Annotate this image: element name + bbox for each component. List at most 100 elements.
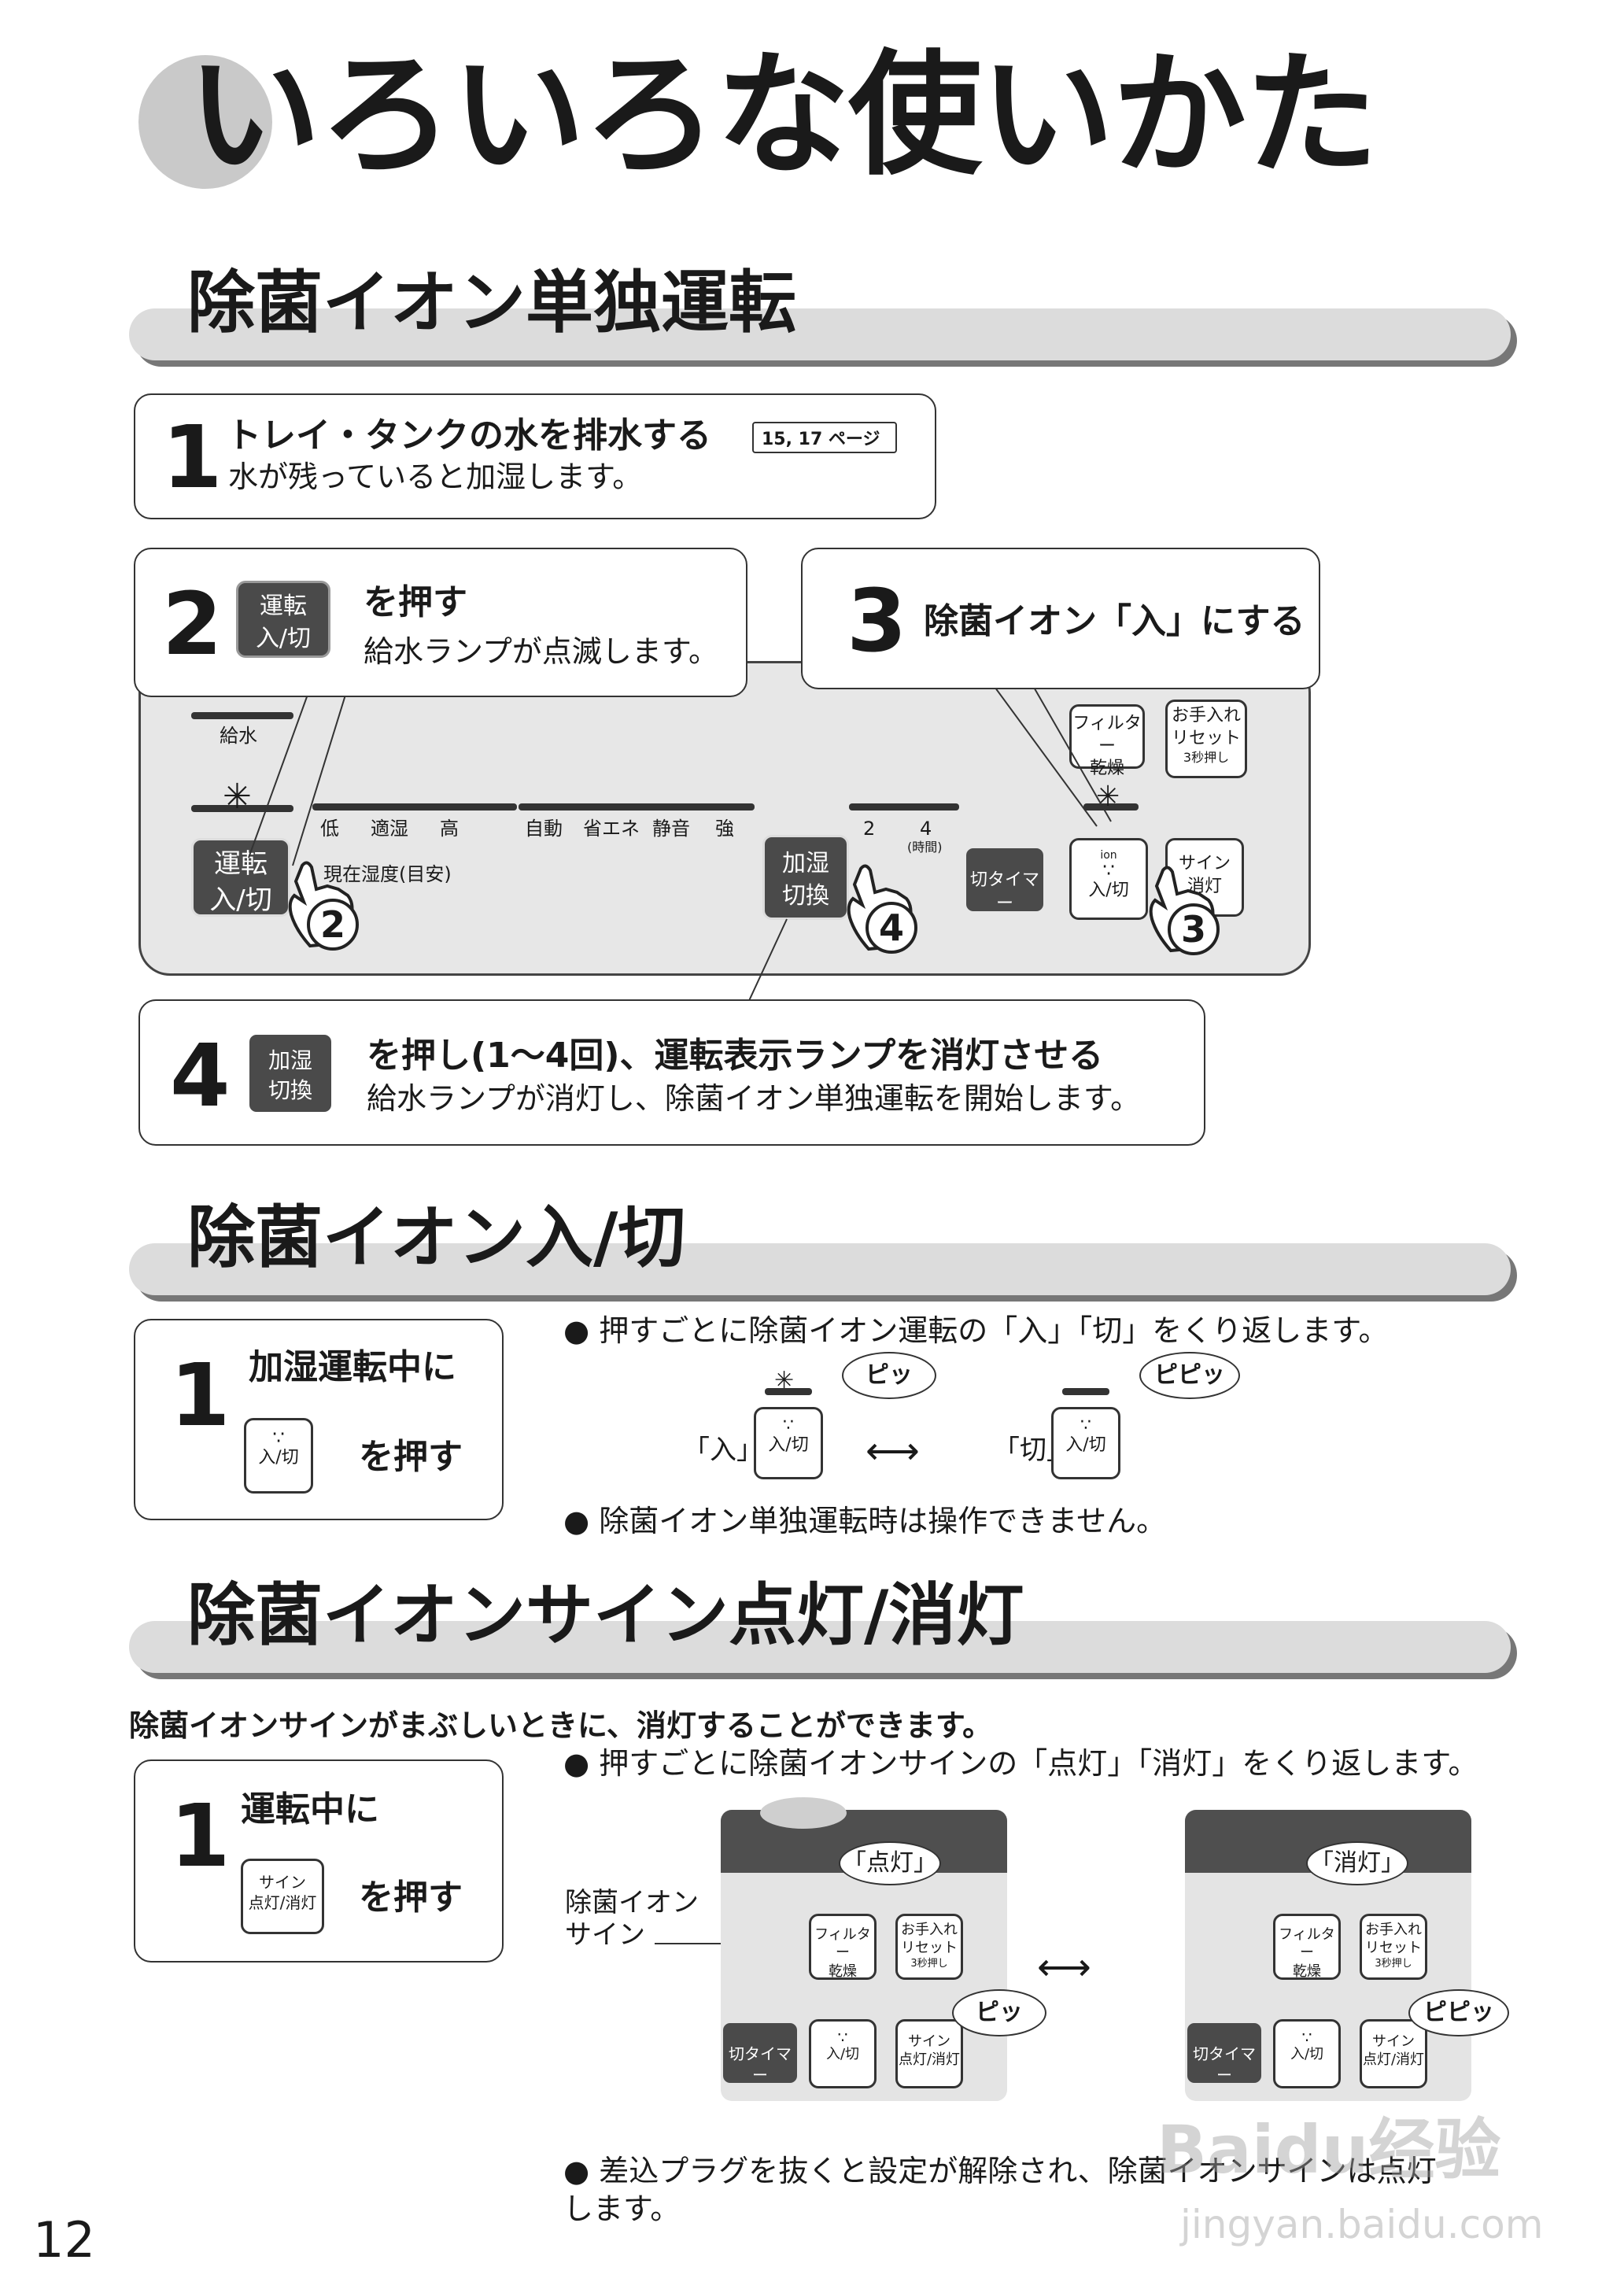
timer-4: 4 — [920, 818, 932, 840]
bullet-content: 差込プラグを抜くと設定が解除され、除菌イオンサインは点灯 します。 — [563, 2154, 1437, 2226]
mini-ion-label: 入/切 — [1290, 2046, 1324, 2062]
page-number: 12 — [33, 2211, 95, 2269]
operation-on-off-button[interactable]: 運転 入/切 — [191, 838, 290, 917]
operation-lamp — [191, 805, 293, 812]
hand-number: 2 — [307, 899, 359, 951]
step-number: 1 — [162, 407, 223, 508]
sound-bubble-off: ピピッ — [1408, 1989, 1509, 2036]
step-title: 除菌イオン「入」にする — [924, 601, 1305, 641]
mini-timer-button: 切タイマー — [721, 2021, 799, 2085]
step-1-box: 1 トレイ・タンクの水を排水する 15, 17 ページ 水が残っていると加湿しま… — [134, 393, 936, 519]
sound-bubble-on: ピッ — [842, 1352, 936, 1399]
mini-sign-button: サイン 点灯/消灯 — [895, 2019, 963, 2088]
ion-sign-label: 除菌イオン サイン — [565, 1887, 699, 1951]
mini-ion-button: ∵ 入/切 — [809, 2019, 877, 2088]
step-title: 運転中に — [241, 1789, 379, 1830]
ion-tag: ion — [1100, 849, 1117, 862]
ion-lamp — [1083, 803, 1139, 810]
bullet-content: 除菌イオン単独運転時は操作できません。 — [599, 1504, 1167, 1538]
toggle-arrow: ⟷ — [866, 1429, 920, 1473]
mode-lamp-bar — [519, 803, 755, 810]
ion-on-off-button[interactable]: ion ∵ 入/切 — [1069, 838, 1148, 920]
ion-button-label: 入/切 — [768, 1435, 809, 1455]
ion-dots-icon: ∵ — [1102, 859, 1115, 881]
ion-button-icon: ∵ 入/切 — [244, 1418, 313, 1494]
hand-pointer-icon: 3 — [1141, 862, 1220, 957]
step-description: 水が残っていると加湿します。 — [228, 460, 643, 494]
mini-sign-button: サイン 点灯/消灯 — [1360, 2019, 1427, 2088]
bullet-text: ● 差込プラグを抜くと設定が解除され、除菌イオンサインは点灯 します。 — [563, 2154, 1437, 2226]
step-description: 給水ランプが消灯し、除菌イオン単独運転を開始します。 — [367, 1081, 1141, 1116]
water-label: 給水 — [220, 725, 257, 747]
bullet-text: ● 押すごとに除菌イオンサインの「点灯」「消灯」をくり返します。 — [563, 1746, 1478, 1781]
mini-filter-button: フィルター 乾燥 — [1273, 1914, 1341, 1980]
toggle-arrow: ⟷ — [1037, 1945, 1091, 1989]
bullet-content: 押すごとに除菌イオン運転の「入」「切」をくり返します。 — [599, 1313, 1389, 1348]
blink-icon: ✳ — [223, 777, 252, 817]
mini-care-label: お手入れ リセット — [901, 1922, 958, 1957]
sound-bubble-on: ピッ — [952, 1989, 1046, 2036]
operation-button-icon: 運転 入/切 — [236, 581, 330, 658]
ion-dots-icon: ∵ — [837, 2028, 848, 2047]
watermark-url: jingyan.baidu.com — [1180, 2202, 1544, 2247]
press-label: を押す — [359, 1878, 463, 1918]
off-timer-button[interactable]: 切タイマー — [964, 846, 1046, 914]
mini-care-button: お手入れ リセット 3秒押し — [895, 1914, 963, 1980]
mode-quiet: 静音 — [652, 818, 690, 840]
mini-filter-button: フィルター 乾燥 — [809, 1914, 877, 1980]
humidity-level-optimal: 適湿 — [371, 818, 408, 840]
state-bubble-on: 「点灯」 — [839, 1841, 941, 1885]
step-2-box: 2 運転 入/切 を押す 給水ランプが点滅します。 — [134, 548, 747, 697]
ion-dots-icon: ∵ — [1301, 2028, 1312, 2047]
ion-dots-icon: ∵ — [783, 1416, 794, 1435]
ion-button-off: ∵ 入/切 — [1051, 1407, 1120, 1479]
timer-lamp-bar — [849, 803, 959, 810]
section-intro: 除菌イオンサインがまぶしいときに、消灯することができます。 — [129, 1708, 993, 1743]
state-on-label: 「入」 — [683, 1435, 763, 1466]
step-description: 給水ランプが点滅します。 — [364, 634, 719, 669]
step-title: を押し(1〜4回)、運転表示ランプを消灯させる — [367, 1036, 1104, 1076]
ion-button-label: 入/切 — [1088, 881, 1129, 900]
care-reset-button[interactable]: お手入れ リセット 3秒押し — [1165, 700, 1247, 778]
humidify-switch-button[interactable]: 加湿 切換 — [762, 835, 849, 920]
ion-button-label: 入/切 — [1065, 1435, 1106, 1455]
hand-pointer-icon: 2 — [280, 858, 359, 952]
ion-dots-icon: ∵ — [272, 1427, 285, 1449]
bullet-text: ● 除菌イオン単独運転時は操作できません。 — [563, 1504, 1167, 1538]
mode-eco: 省エネ — [583, 818, 640, 840]
filter-dry-button[interactable]: フィルター 乾燥 — [1069, 704, 1145, 778]
section-bar — [129, 1621, 1511, 1673]
mini-care-sub: 3秒押し — [1375, 1957, 1412, 1970]
step-number: 1 — [170, 1785, 231, 1886]
step-number: 1 — [170, 1345, 231, 1446]
mini-care-label: お手入れ リセット — [1365, 1922, 1422, 1957]
step-1-box: 1 加湿運転中に ∵ 入/切 を押す — [134, 1319, 504, 1520]
ion-sign-glow — [760, 1797, 847, 1829]
sign-button-icon: サイン 点灯/消灯 — [241, 1859, 324, 1934]
step-title: を押す — [364, 582, 467, 622]
ion-button-on: ∵ 入/切 — [754, 1407, 823, 1479]
ion-lamp-off — [1062, 1388, 1109, 1395]
ion-button-label: 入/切 — [258, 1448, 299, 1468]
mini-care-button: お手入れ リセット 3秒押し — [1360, 1914, 1427, 1980]
timer-unit: (時間) — [907, 840, 943, 855]
mode-auto: 自動 — [525, 818, 563, 840]
bullet-content: 押すごとに除菌イオンサインの「点灯」「消灯」をくり返します。 — [599, 1746, 1478, 1781]
care-reset-label: お手入れ リセット — [1171, 706, 1241, 748]
step-1-box: 1 運転中に サイン 点灯/消灯 を押す — [134, 1759, 504, 1963]
mini-ion-button: ∵ 入/切 — [1273, 2019, 1341, 2088]
ion-dots-icon: ∵ — [1080, 1416, 1091, 1435]
page-reference: 15, 17 ページ — [752, 422, 898, 453]
care-reset-sub: 3秒押し — [1183, 750, 1230, 766]
hand-pointer-icon: 4 — [839, 861, 917, 955]
step-title: トレイ・タンクの水を排水する — [227, 415, 711, 456]
title-circle-decoration — [138, 55, 272, 189]
humidity-lamp-bar — [312, 803, 517, 810]
blink-icon: ✳ — [1096, 781, 1120, 813]
watermark-logo: Baidu经验 — [1157, 2111, 1501, 2188]
humidify-button-icon: 加湿 切換 — [247, 1032, 334, 1114]
section-bar — [129, 308, 1511, 360]
press-label: を押す — [359, 1437, 463, 1477]
bullet-text: ● 押すごとに除菌イオン運転の「入」「切」をくり返します。 — [563, 1313, 1389, 1348]
step-3-box: 3 除菌イオン「入」にする — [801, 548, 1320, 689]
